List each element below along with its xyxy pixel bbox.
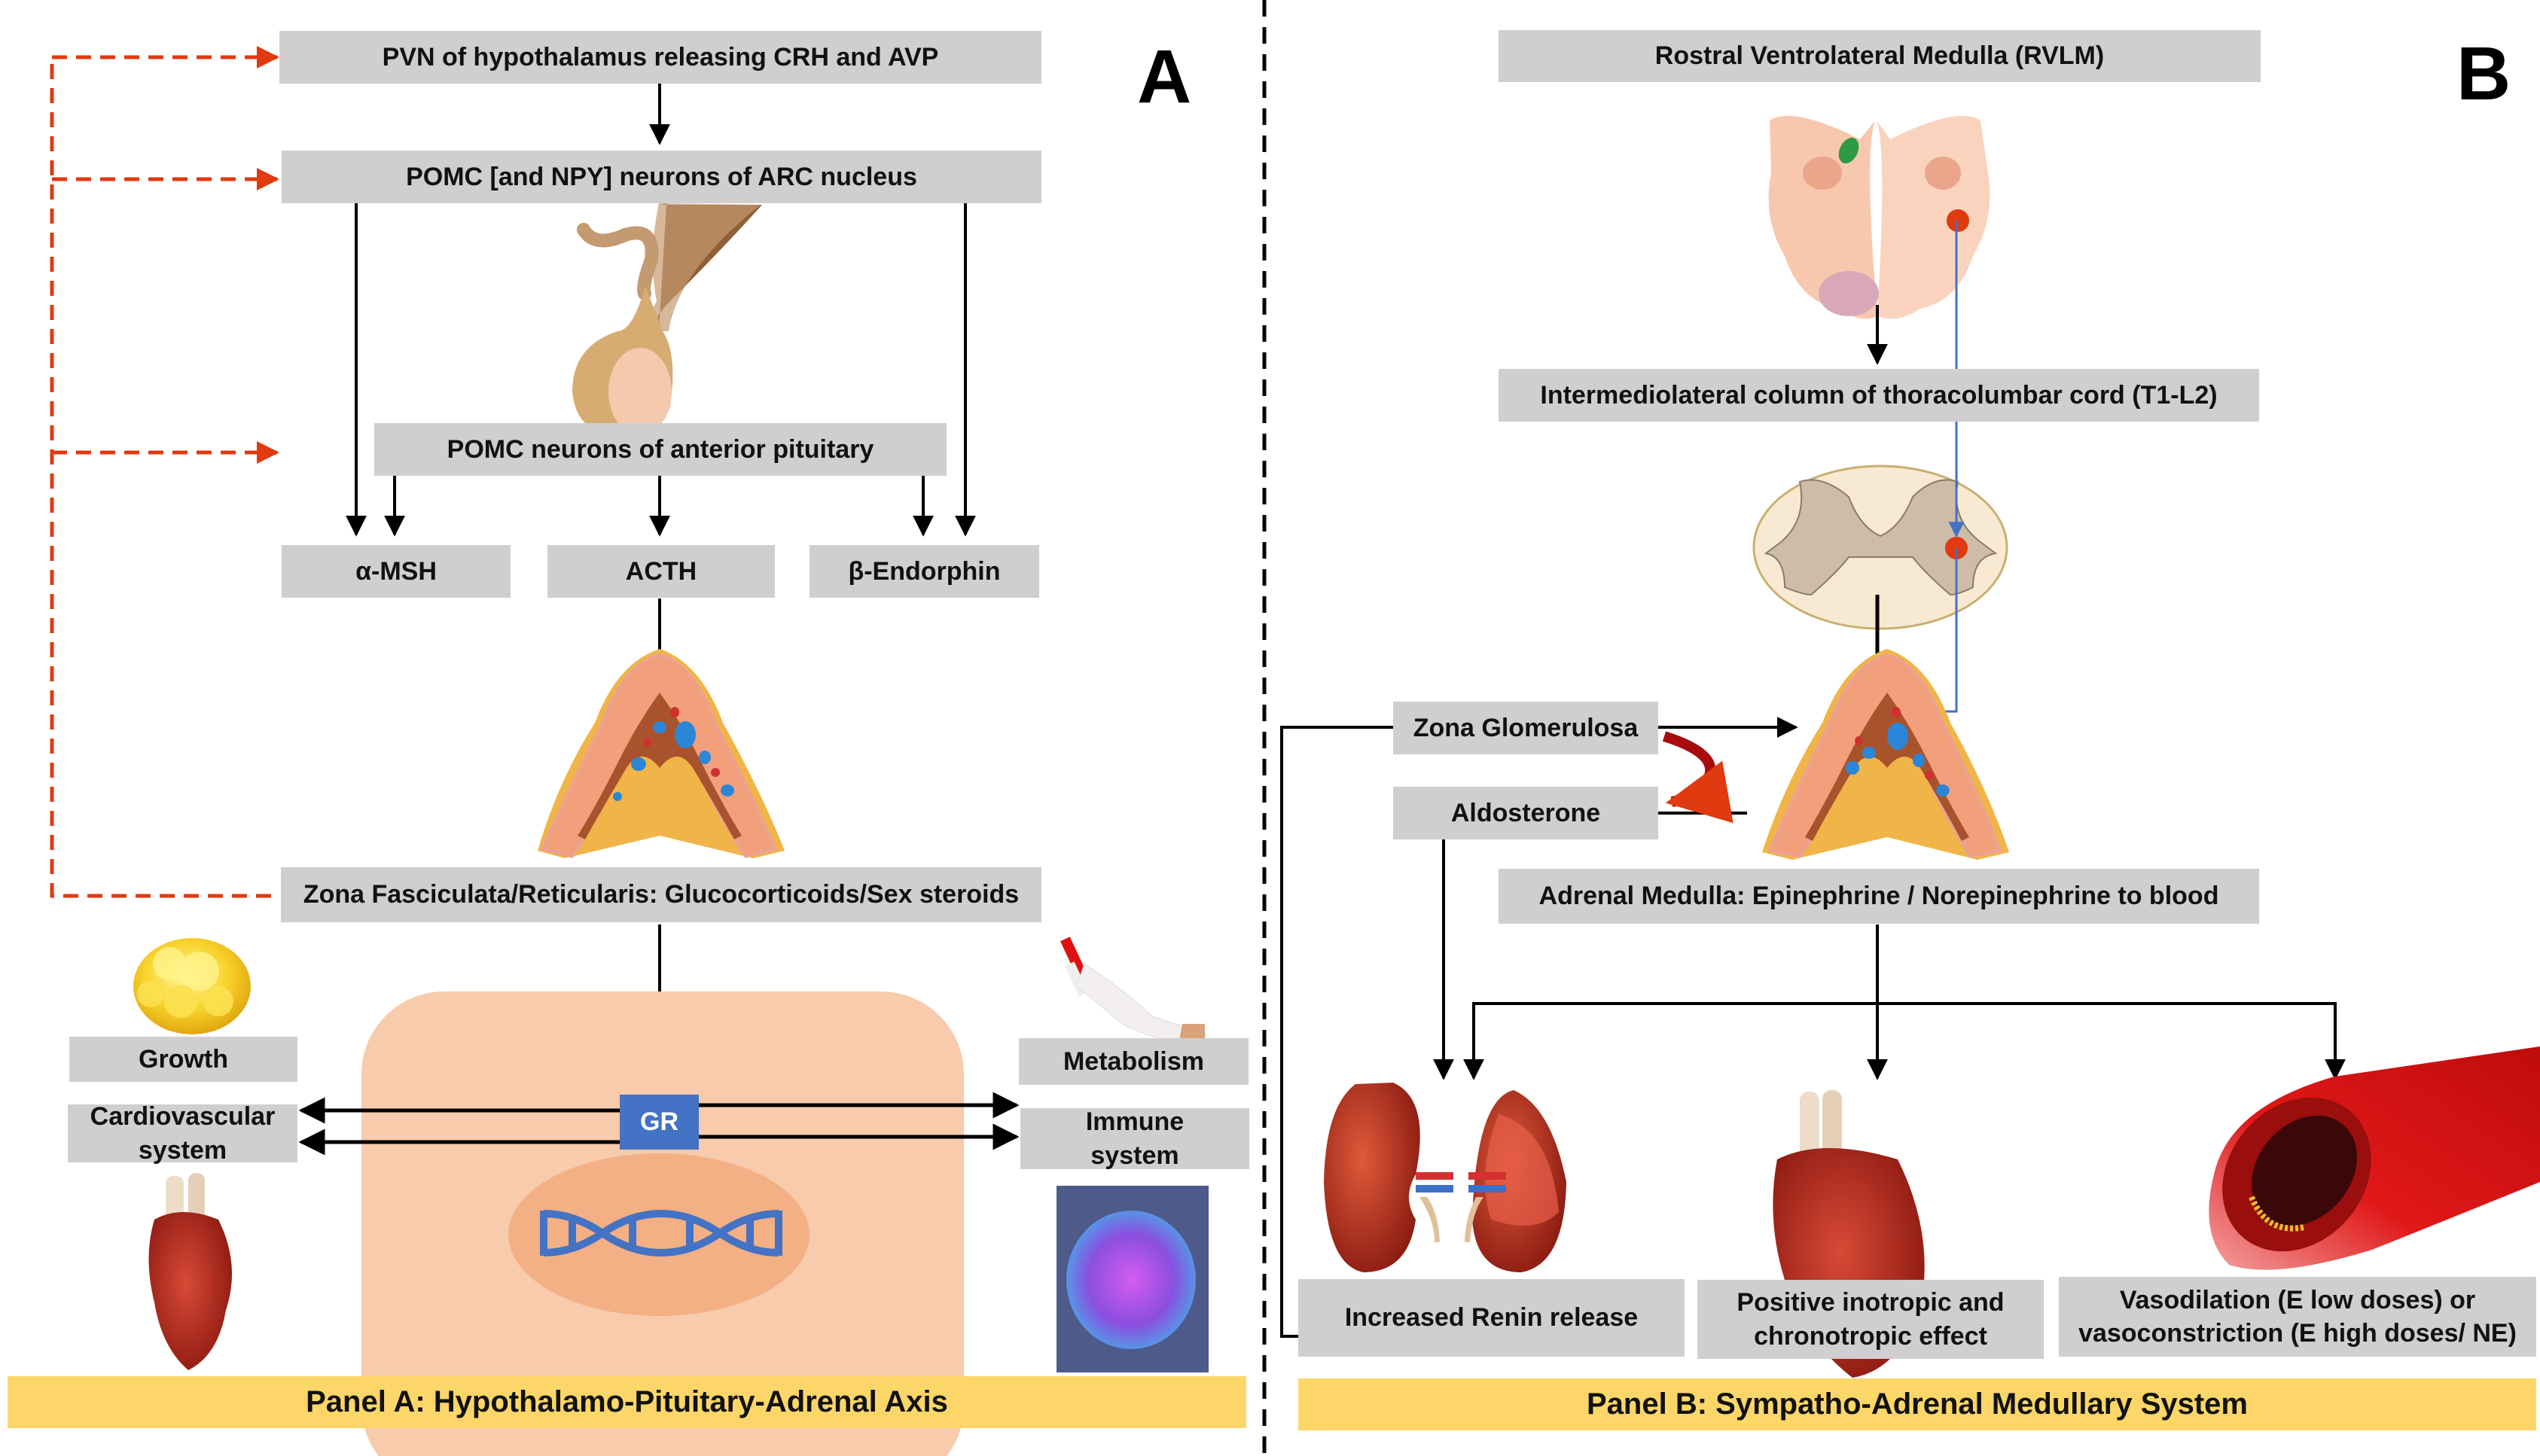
- cell-nucleus: [508, 1153, 810, 1316]
- pituitary-illustration: [572, 203, 762, 437]
- alpha-msh-box: α-MSH: [282, 545, 511, 598]
- fat-cell-cluster-illustration: [133, 938, 251, 1034]
- immune-cell-illustration: [1057, 1186, 1209, 1372]
- negative-feedback-loop: [50, 46, 279, 898]
- blood-vessel-illustration: [2209, 1046, 2540, 1270]
- iml-column-box: Intermediolateral column of thoracolumba…: [1499, 369, 2259, 422]
- immune-system-box: Immune system: [1020, 1107, 1249, 1170]
- pomc-pituitary-box: POMC neurons of anterior pituitary: [374, 423, 947, 476]
- adrenal-medulla-box: Adrenal Medulla: Epinephrine / Norepinep…: [1499, 869, 2259, 924]
- metabolism-box: Metabolism: [1019, 1038, 1249, 1085]
- panel-b-title-banner: Panel B: Sympatho-Adrenal Medullary Syst…: [1298, 1378, 2536, 1430]
- growth-box: Growth: [69, 1037, 297, 1082]
- panel-a-label: A: [1137, 35, 1192, 119]
- vascular-effect-box: Vasodilation (E low doses) or vasoconstr…: [2059, 1277, 2536, 1357]
- rvlm-box: Rostral Ventrolateral Medulla (RVLM): [1499, 30, 2261, 82]
- adrenal-b-arrows: [1280, 717, 2346, 1338]
- adrenal-gland-b-illustration: [1762, 649, 2009, 860]
- spinal-cord-illustration: [1752, 465, 2008, 630]
- renin-release-box: Increased Renin release: [1298, 1279, 1685, 1357]
- inotropic-effect-box: Positive inotropic and chronotropic effe…: [1697, 1280, 2044, 1359]
- aldosterone-box: Aldosterone: [1393, 787, 1658, 839]
- panel-b-label: B: [2456, 32, 2511, 116]
- acth-box: ACTH: [547, 545, 775, 598]
- zona-fasciculata-box: Zona Fasciculata/Reticularis: Glucocorti…: [281, 867, 1041, 922]
- zona-glomerulosa-box: Zona Glomerulosa: [1393, 702, 1658, 754]
- heart-illustration: [148, 1173, 232, 1370]
- adrenal-gland-illustration: [538, 649, 785, 858]
- glucocorticoid-receptor: GR: [620, 1095, 699, 1150]
- gr-effect-arrows: [298, 1092, 1020, 1156]
- pomc-arc-box: POMC [and NPY] neurons of ARC nucleus: [282, 151, 1041, 203]
- blood-sample-illustration: [1060, 937, 1206, 1047]
- panel-a-title-banner: Panel A: Hypothalamo-Pituitary-Adrenal A…: [8, 1376, 1246, 1428]
- dna-helix-icon: [540, 1209, 782, 1257]
- cardiovascular-box: Cardiovascular system: [68, 1102, 297, 1165]
- beta-endorphin-box: β-Endorphin: [810, 545, 1039, 598]
- pvn-hypothalamus-box: PVN of hypothalamus releasing CRH and AV…: [279, 31, 1041, 84]
- kidneys-illustration: [1324, 1083, 1566, 1272]
- medulla-illustration: [1768, 115, 1990, 319]
- glomerulosa-to-aldosterone-arrow: [1662, 731, 1733, 824]
